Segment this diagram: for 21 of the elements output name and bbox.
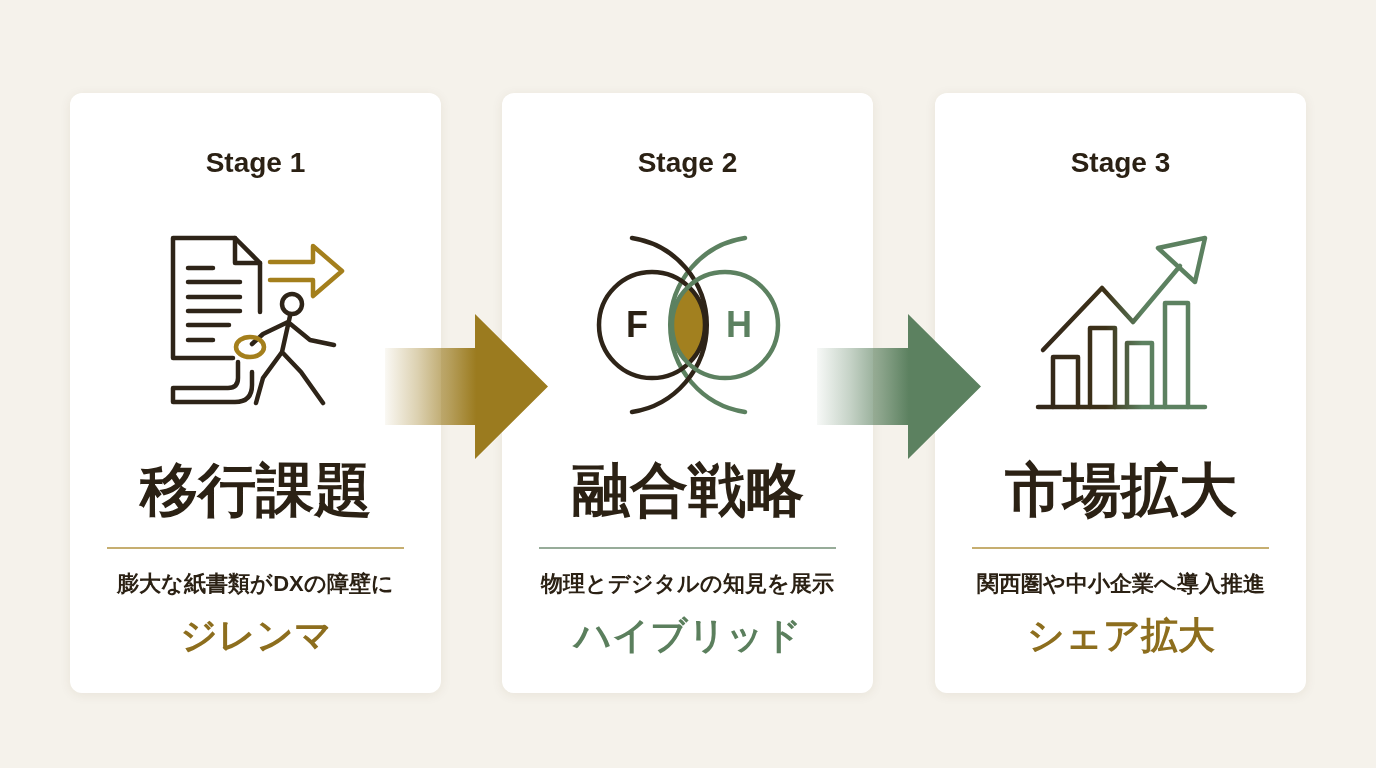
stage-title: 融合戦略 [571,455,804,526]
stage-label: Stage 2 [637,146,738,180]
description-text: 物理とデジタルの知見を展示 [541,570,834,598]
stage-title: 移行課題 [139,455,372,526]
circle-outline [596,269,708,381]
block-arrow [817,314,981,459]
description-text: 関西圏や中小企業へ導入推進 [976,570,1265,598]
stage-card [935,93,1306,693]
stage-title: 市場拡大 [1004,455,1237,526]
stage-label: Stage 1 [205,146,306,180]
circle-letter: H [726,306,752,344]
stage-card [502,93,873,693]
stage-label: Stage 3 [1070,146,1171,180]
circle-outline [669,269,781,381]
block-arrow [385,314,548,459]
circle-letter: F [626,306,648,344]
description-text: 膨大な紙書類がDXの障壁に [117,570,394,598]
keyword-text: ジレンマ [179,614,332,658]
stage-card [70,93,441,693]
keyword-text: ハイブリッド [573,614,802,658]
keyword-text: シェア拡大 [1026,614,1215,658]
